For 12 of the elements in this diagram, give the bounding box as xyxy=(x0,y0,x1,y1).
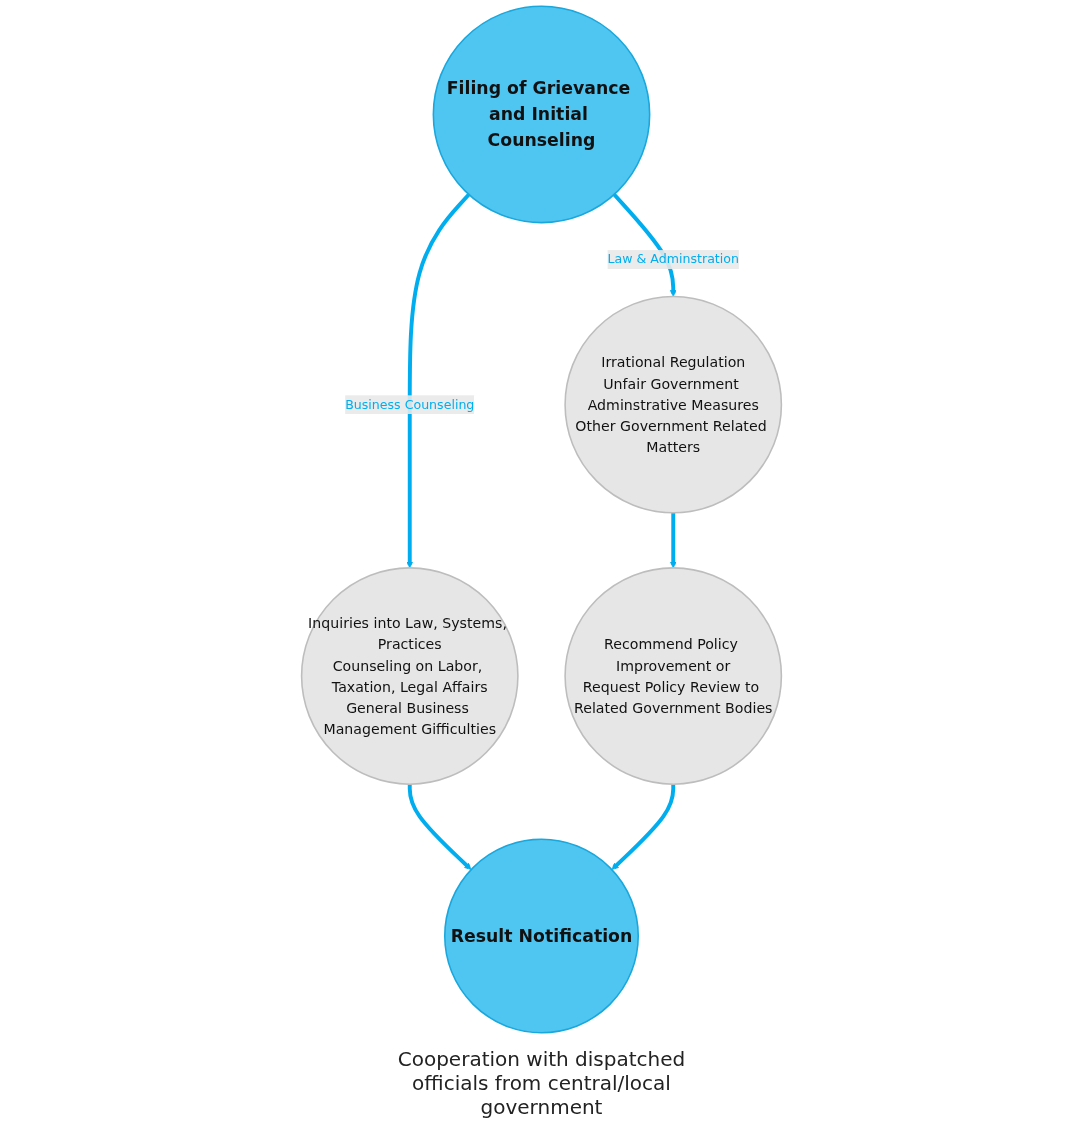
arrow xyxy=(669,512,677,569)
arrow xyxy=(406,193,471,569)
edge-label: Law & Adminstration xyxy=(607,251,739,267)
node-circle: Result Notification xyxy=(444,838,639,1034)
center-note: Cooperation with dispatched officials from central/local government xyxy=(396,1047,687,1119)
node-circle: Filing of Grievance and Initial Counseling xyxy=(432,5,651,224)
arrow xyxy=(611,784,676,870)
node-circle: Inquiries into Law, Systems, Practices Counseling on Labor, Taxation, Legal Affairs General Business Management Gifficulties xyxy=(300,567,519,785)
node-circle: Recommend Policy Improvement or Request Policy Review to Related Government Bodies xyxy=(564,567,783,785)
node-circle: Irrational Regulation Unfair Government Adminstrative Measures Other Government Related Matters xyxy=(564,295,783,514)
arrow xyxy=(407,784,472,870)
edge-label: Business Counseling xyxy=(345,396,475,412)
